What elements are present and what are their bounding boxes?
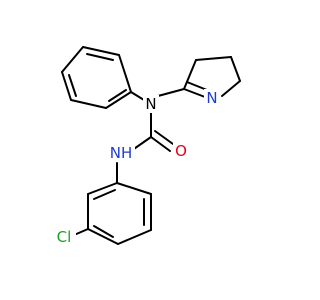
bond [87, 228, 119, 245]
bond [87, 182, 118, 195]
chlorophenyl-ring [87, 182, 152, 245]
atom-n-imine: N [204, 89, 220, 107]
atom-o-label: O [175, 142, 187, 160]
aromatic-inner-bond [108, 89, 127, 102]
atom-nh: NH [107, 144, 135, 162]
atom-o-carbonyl: O [173, 142, 189, 160]
atom-cl: Cl [52, 228, 76, 246]
phenyl-ring [61, 46, 132, 109]
bond [230, 56, 241, 82]
bond [157, 88, 185, 97]
atom-cl-label: Cl [57, 228, 72, 246]
bond [130, 91, 145, 101]
carbonyl-double-bond [154, 130, 174, 145]
molecule-structure: N N NH O Cl [52, 46, 241, 246]
atom-n-amide-label: N [145, 95, 156, 113]
bond [118, 54, 132, 93]
bond [70, 99, 107, 109]
atom-labels: N N NH O Cl [52, 89, 220, 246]
imine-double-bond [183, 88, 206, 98]
bond [183, 59, 197, 90]
bond [221, 80, 241, 97]
bond [116, 182, 152, 195]
bond [117, 229, 152, 245]
atom-n-amide: N [143, 95, 159, 113]
atom-n-imine-label: N [206, 89, 217, 107]
aromatic-inner-bond [93, 189, 116, 200]
bond [82, 46, 120, 56]
bond [195, 56, 232, 61]
dihydropyrrole-ring [183, 56, 241, 98]
bond [105, 91, 132, 109]
carbonyl-double-bond [150, 136, 171, 152]
bond [61, 71, 72, 101]
imine-double-bond [186, 81, 208, 91]
bond [61, 46, 84, 73]
aromatic-inner-bond [86, 53, 114, 61]
bond [73, 228, 89, 236]
aromatic-inner-bond [68, 74, 77, 97]
aromatic-inner-bond [93, 225, 114, 238]
atom-nh-label: NH [110, 144, 133, 162]
